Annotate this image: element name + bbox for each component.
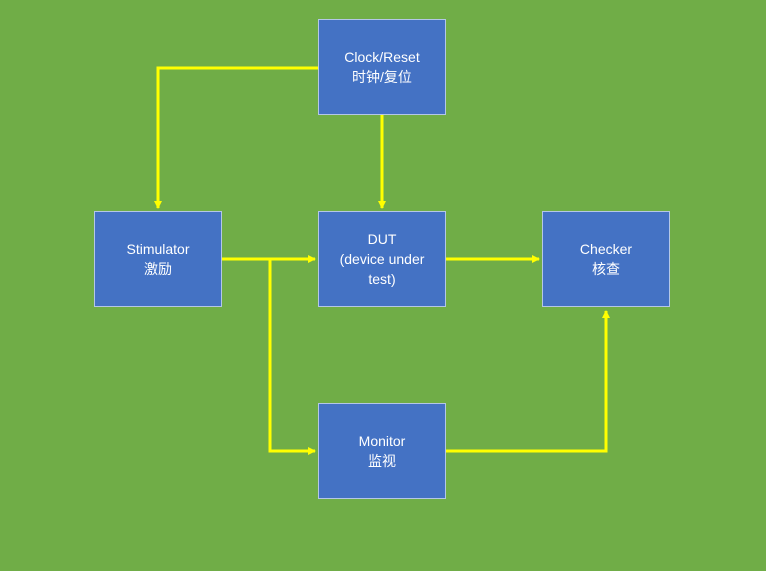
edge-monitor-to-checker — [446, 310, 610, 453]
monitor-label: Monitor — [358, 433, 406, 449]
dut-block: DUT (device under test) — [318, 211, 446, 307]
stimulator-block: Stimulator 激励 — [94, 211, 222, 307]
stimulator-sublabel: 激励 — [144, 261, 172, 277]
clock-reset-sublabel: 时钟/复位 — [352, 69, 412, 85]
checker-label: Checker — [579, 241, 633, 257]
edge-clock-to-stimulator — [154, 66, 318, 209]
monitor-block: Monitor 监视 — [318, 403, 446, 499]
edge-stimulator-to-monitor — [268, 259, 316, 455]
clock-reset-block: Clock/Reset 时钟/复位 — [318, 19, 446, 115]
stimulator-label: Stimulator — [126, 241, 190, 257]
dut-label: DUT (device under test) — [339, 231, 425, 287]
monitor-sublabel: 监视 — [368, 453, 396, 469]
checker-block: Checker 核查 — [542, 211, 670, 307]
checker-sublabel: 核查 — [592, 261, 620, 277]
clock-reset-label: Clock/Reset — [344, 49, 420, 65]
